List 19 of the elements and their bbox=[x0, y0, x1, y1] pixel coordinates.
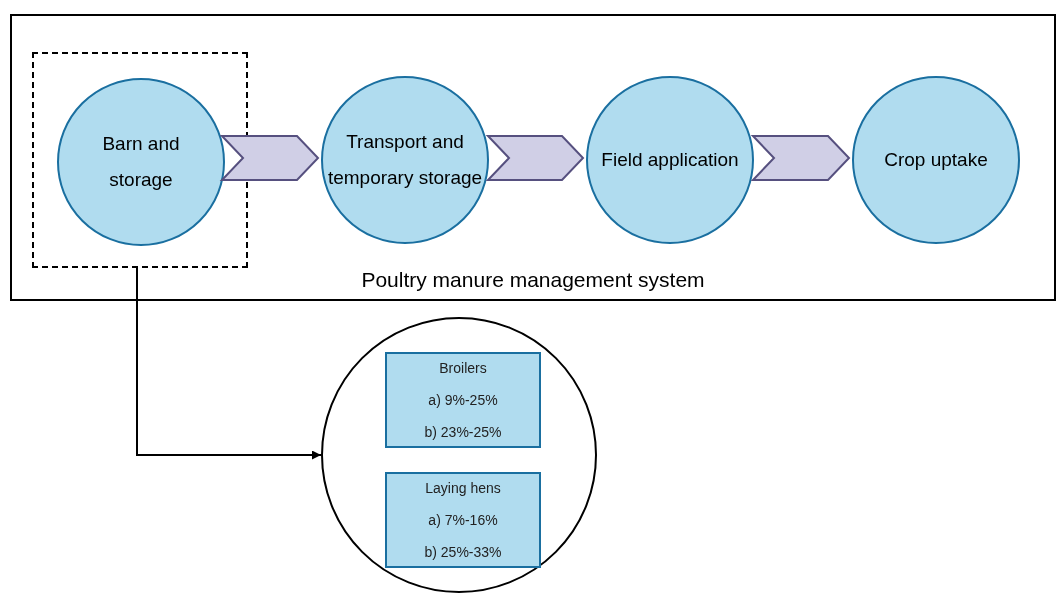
range-value: a) 7%-16% bbox=[428, 511, 498, 530]
category-box bbox=[385, 472, 541, 568]
category-title: Laying hens bbox=[425, 479, 501, 498]
frame-heading: Poultry manure management system bbox=[360, 267, 706, 293]
category-title: Broilers bbox=[439, 359, 487, 378]
process-label: Barn and storage bbox=[101, 132, 181, 192]
process-label: Field application bbox=[601, 148, 739, 172]
range-value: b) 23%-25% bbox=[424, 423, 502, 442]
chevron-arrow bbox=[485, 135, 585, 181]
dashed-box bbox=[32, 52, 248, 268]
connector-arrow bbox=[136, 266, 322, 460]
system-frame bbox=[10, 14, 1056, 301]
category-box bbox=[385, 352, 541, 448]
range-value: b) 25%-33% bbox=[424, 543, 502, 562]
chevron-arrow bbox=[219, 135, 320, 181]
range-value: a) 9%-25% bbox=[428, 391, 498, 410]
chevron-arrow bbox=[750, 135, 851, 181]
process-label: Transport and temporary storage bbox=[326, 130, 484, 190]
process-label: Crop uptake bbox=[884, 148, 988, 172]
